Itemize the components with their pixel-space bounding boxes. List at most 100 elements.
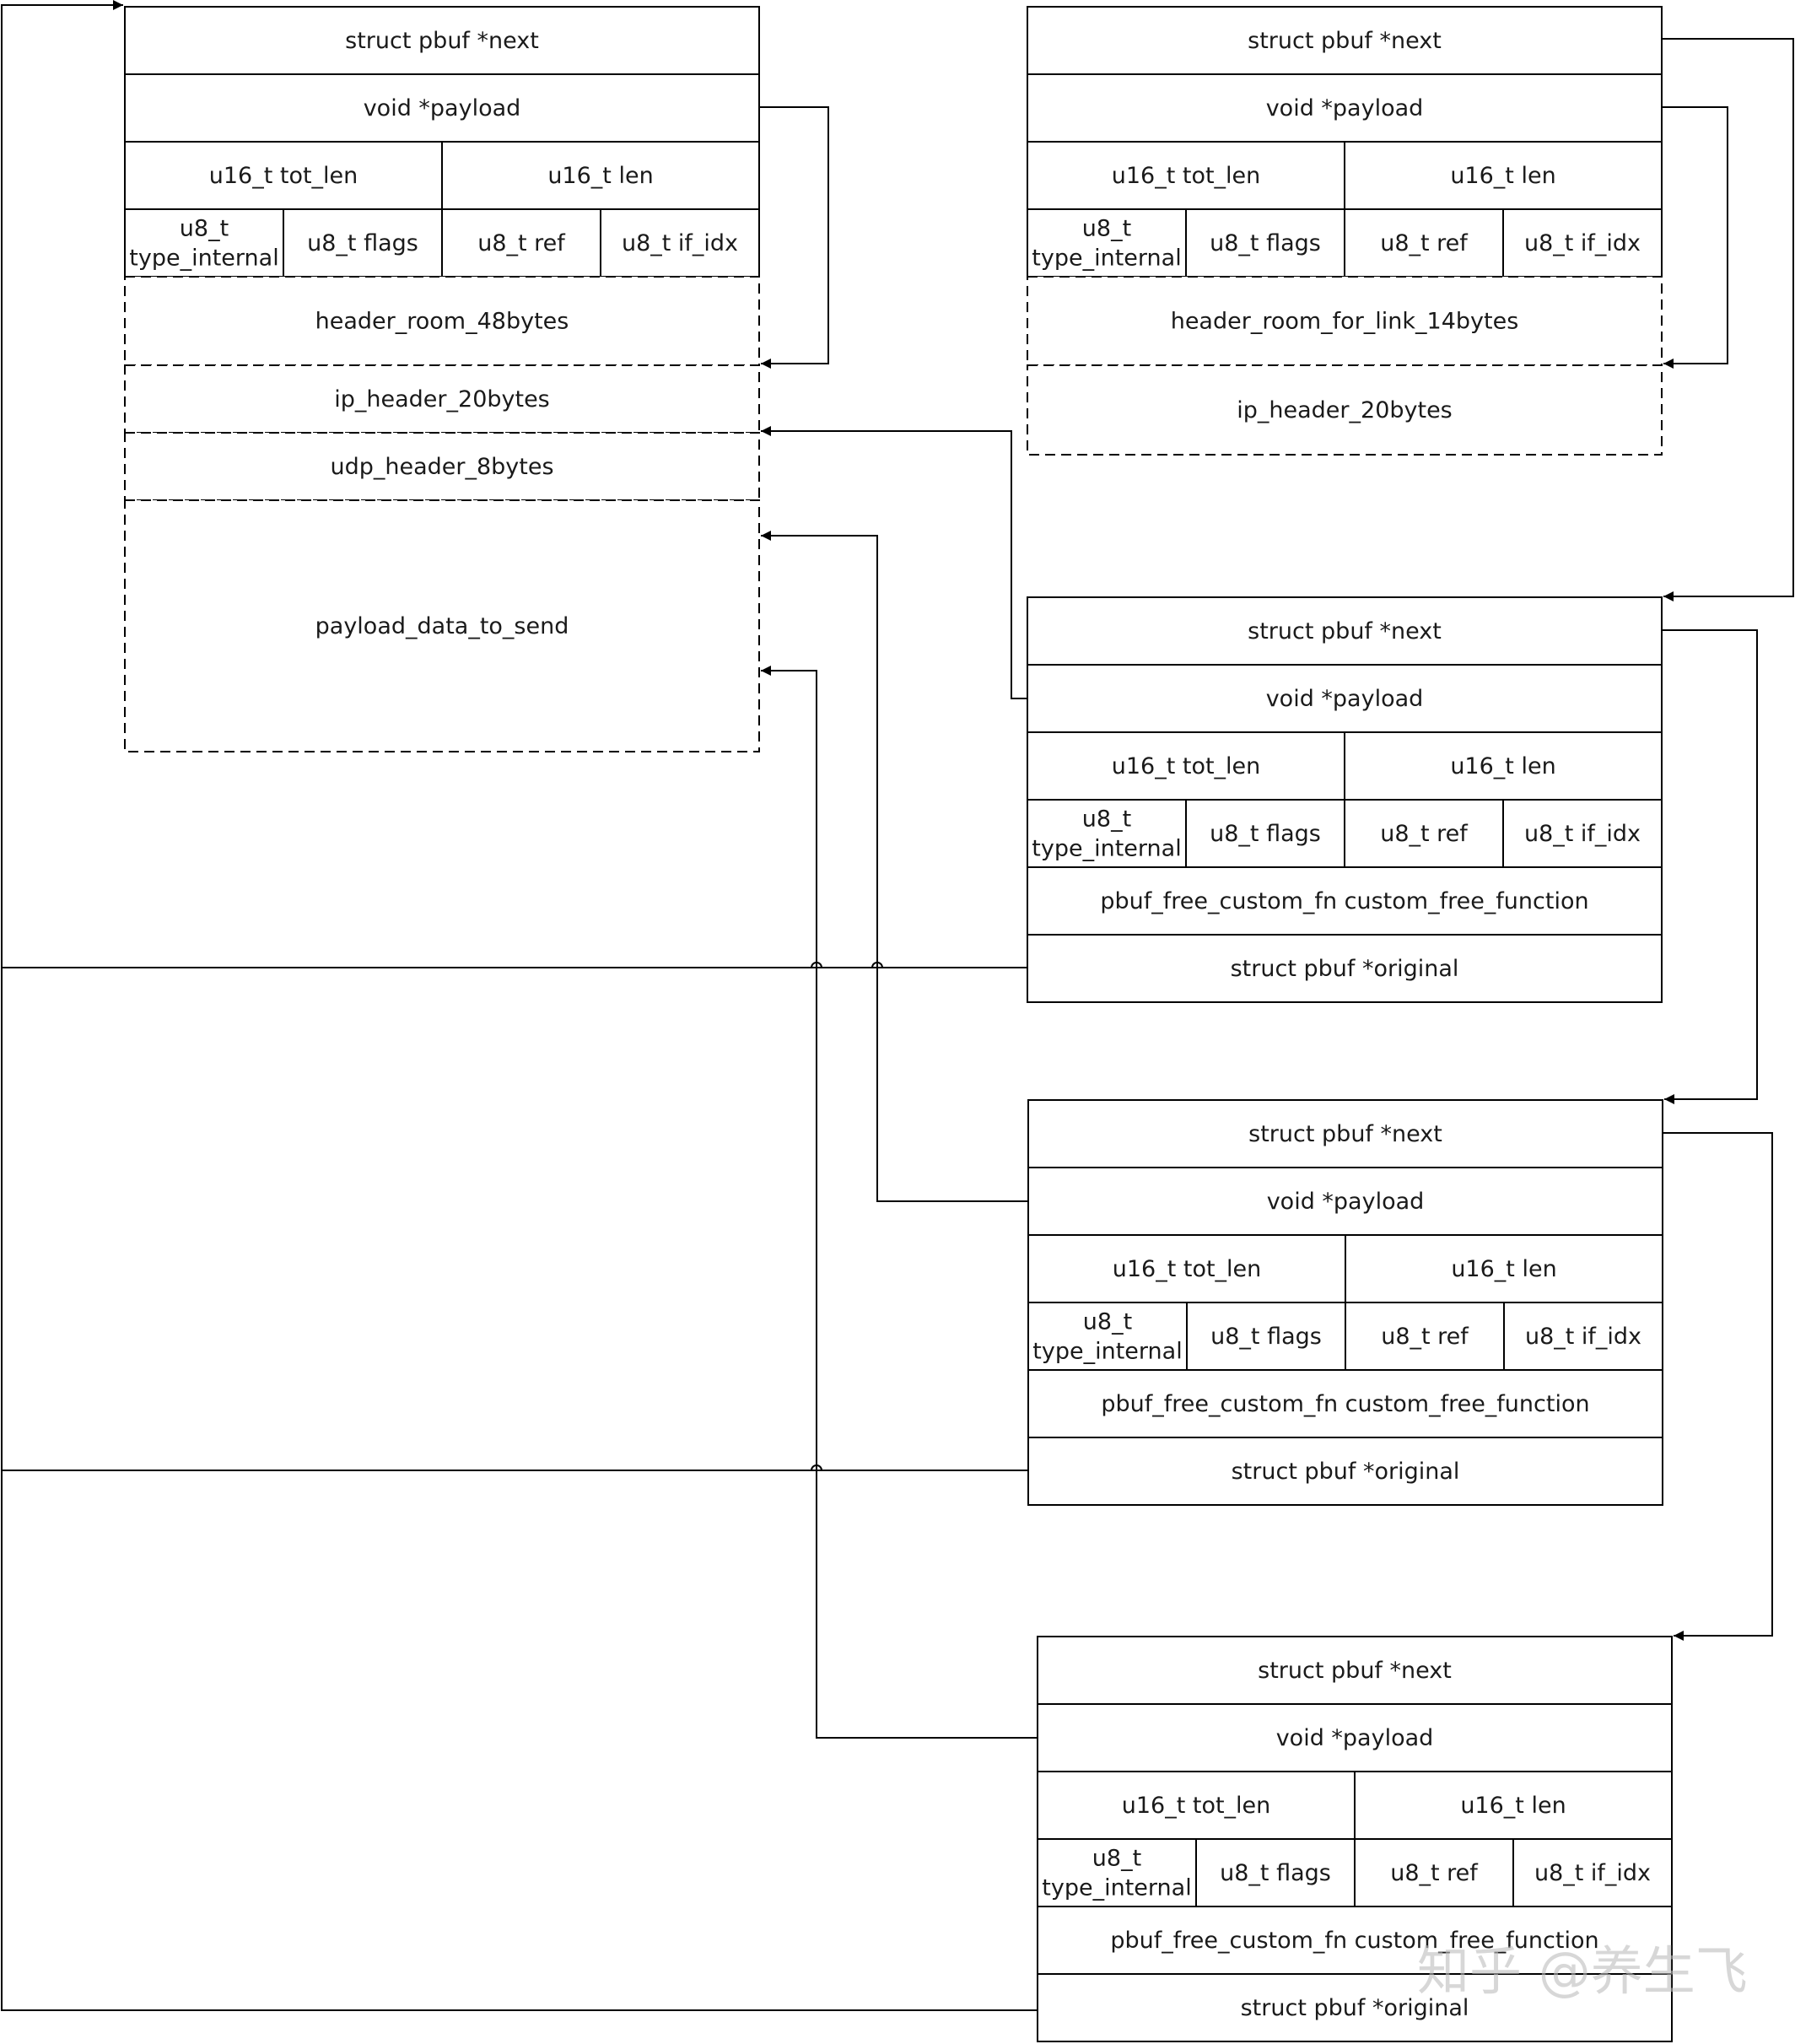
buffer-region-cell bbox=[1027, 364, 1663, 456]
tot-len-field-label: u16_t tot_len bbox=[1122, 1793, 1271, 1819]
flags-field-cell bbox=[283, 208, 443, 278]
len-field-label: u16_t len bbox=[1451, 1256, 1556, 1282]
buffer-region-cell bbox=[124, 364, 760, 434]
payload-field-cell bbox=[1037, 1703, 1673, 1772]
connector-line bbox=[1, 1470, 1038, 2011]
tot-len-field-label: u16_t tot_len bbox=[1112, 753, 1261, 779]
connector-arrow bbox=[1662, 629, 1758, 1104]
ref-field-label: u8_t ref bbox=[1380, 821, 1469, 847]
len-field-label: u16_t len bbox=[1450, 163, 1555, 189]
tot-len-field-label: u16_t tot_len bbox=[1113, 1256, 1262, 1282]
custom-free-field-label: pbuf_free_custom_fn custom_free_function bbox=[1101, 1391, 1589, 1417]
buffer-region-cell bbox=[1027, 276, 1663, 366]
flags-field-label: u8_t flags bbox=[1220, 1860, 1331, 1886]
payload-field-label: void *payload bbox=[1276, 1725, 1434, 1751]
buffer-region-label: ip_header_20bytes bbox=[1237, 397, 1453, 423]
ref-field-label: u8_t ref bbox=[1380, 230, 1469, 256]
tot-len-field-cell bbox=[124, 141, 443, 210]
type-internal-field-label: u8_t bbox=[1082, 216, 1131, 242]
next-field-label: struct pbuf *next bbox=[1248, 28, 1442, 54]
tot-len-field-cell bbox=[1027, 1234, 1346, 1303]
connector-arrow bbox=[759, 106, 829, 369]
original-field-label: struct pbuf *original bbox=[1241, 1995, 1469, 2021]
original-field-label: struct pbuf *original bbox=[1232, 1459, 1460, 1485]
len-field-label: u16_t len bbox=[1450, 753, 1555, 779]
buffer-region-label: ip_header_20bytes bbox=[334, 386, 550, 413]
if-idx-field-cell bbox=[1502, 799, 1663, 868]
type-internal-field-cell bbox=[1037, 1838, 1197, 1907]
next-field-cell bbox=[1027, 6, 1663, 75]
len-field-label: u16_t len bbox=[547, 163, 653, 189]
tot-len-field-cell bbox=[1027, 141, 1345, 210]
custom-free-field-cell bbox=[1037, 1906, 1673, 1975]
flags-field-label: u8_t flags bbox=[1210, 821, 1321, 847]
len-field-cell bbox=[1344, 141, 1663, 210]
type-internal-field-label: type_internal bbox=[1032, 245, 1181, 272]
buffer-region-cell bbox=[124, 432, 760, 501]
type-internal-field-cell bbox=[1027, 1302, 1188, 1371]
buffer-region-label: udp_header_8bytes bbox=[330, 454, 553, 480]
next-field-cell bbox=[1027, 1099, 1663, 1168]
type-internal-field-label: u8_t bbox=[180, 216, 229, 242]
next-field-cell bbox=[124, 6, 760, 75]
flags-field-label: u8_t flags bbox=[1210, 230, 1321, 256]
original-field-cell bbox=[1027, 934, 1663, 1003]
ref-field-cell bbox=[1345, 1302, 1505, 1371]
original-field-cell bbox=[1027, 1437, 1663, 1506]
if-idx-field-label: u8_t if_idx bbox=[1524, 821, 1641, 847]
len-field-cell bbox=[441, 141, 760, 210]
next-field-label: struct pbuf *next bbox=[1248, 618, 1442, 644]
if-idx-field-cell bbox=[1512, 1838, 1673, 1907]
type-internal-field-label: type_internal bbox=[1042, 1875, 1191, 1901]
ref-field-label: u8_t ref bbox=[1390, 1860, 1479, 1886]
tot-len-field-cell bbox=[1037, 1771, 1356, 1840]
type-internal-field-label: u8_t bbox=[1082, 806, 1131, 833]
tot-len-field-label: u16_t tot_len bbox=[209, 163, 358, 189]
buffer-region-label: header_room_48bytes bbox=[315, 309, 569, 335]
type-internal-field-label: u8_t bbox=[1083, 1309, 1132, 1335]
ref-field-label: u8_t ref bbox=[477, 230, 566, 256]
if-idx-field-cell bbox=[600, 208, 760, 278]
buffer-region-label: payload_data_to_send bbox=[315, 613, 569, 639]
flags-field-label: u8_t flags bbox=[307, 230, 418, 256]
connector-arrow bbox=[1663, 1132, 1773, 1641]
original-field-label: struct pbuf *original bbox=[1231, 956, 1459, 982]
connector-arrow bbox=[1662, 38, 1794, 601]
type-internal-field-label: u8_t bbox=[1092, 1846, 1141, 1872]
custom-free-field-label: pbuf_free_custom_fn custom_free_function bbox=[1110, 1928, 1598, 1954]
flags-field-cell bbox=[1195, 1838, 1356, 1907]
connector-arrow bbox=[761, 666, 1038, 1739]
buffer-region-cell bbox=[124, 276, 760, 366]
connector-arrow bbox=[761, 426, 1027, 699]
if-idx-field-label: u8_t if_idx bbox=[1525, 1324, 1641, 1350]
flags-field-label: u8_t flags bbox=[1210, 1324, 1322, 1350]
watermark-text: 知乎 @养生飞 bbox=[1417, 1940, 1748, 2002]
if-idx-field-cell bbox=[1502, 208, 1663, 278]
payload-field-cell bbox=[1027, 664, 1663, 733]
ref-field-label: u8_t ref bbox=[1381, 1324, 1469, 1350]
struct-layer: struct pbuf *next void *payload u16_t tot_… bbox=[124, 6, 1673, 2042]
custom-free-field-label: pbuf_free_custom_fn custom_free_function bbox=[1100, 888, 1588, 914]
len-field-cell bbox=[1344, 731, 1663, 801]
payload-field-cell bbox=[1027, 73, 1663, 143]
connector-arrow bbox=[761, 531, 1028, 1202]
tot-len-field-cell bbox=[1027, 731, 1345, 801]
tot-len-field-label: u16_t tot_len bbox=[1112, 163, 1261, 189]
type-internal-field-cell bbox=[1027, 799, 1187, 868]
custom-free-field-cell bbox=[1027, 866, 1663, 936]
ref-field-cell bbox=[1344, 208, 1504, 278]
connector-arrow bbox=[1662, 106, 1728, 369]
if-idx-field-label: u8_t if_idx bbox=[622, 230, 738, 256]
buffer-region-cell bbox=[124, 499, 760, 752]
original-field-cell bbox=[1037, 1973, 1673, 2042]
if-idx-field-label: u8_t if_idx bbox=[1534, 1860, 1651, 1886]
flags-field-cell bbox=[1185, 799, 1345, 868]
len-field-label: u16_t len bbox=[1460, 1793, 1566, 1819]
next-field-label: struct pbuf *next bbox=[345, 28, 539, 54]
payload-field-cell bbox=[124, 73, 760, 143]
